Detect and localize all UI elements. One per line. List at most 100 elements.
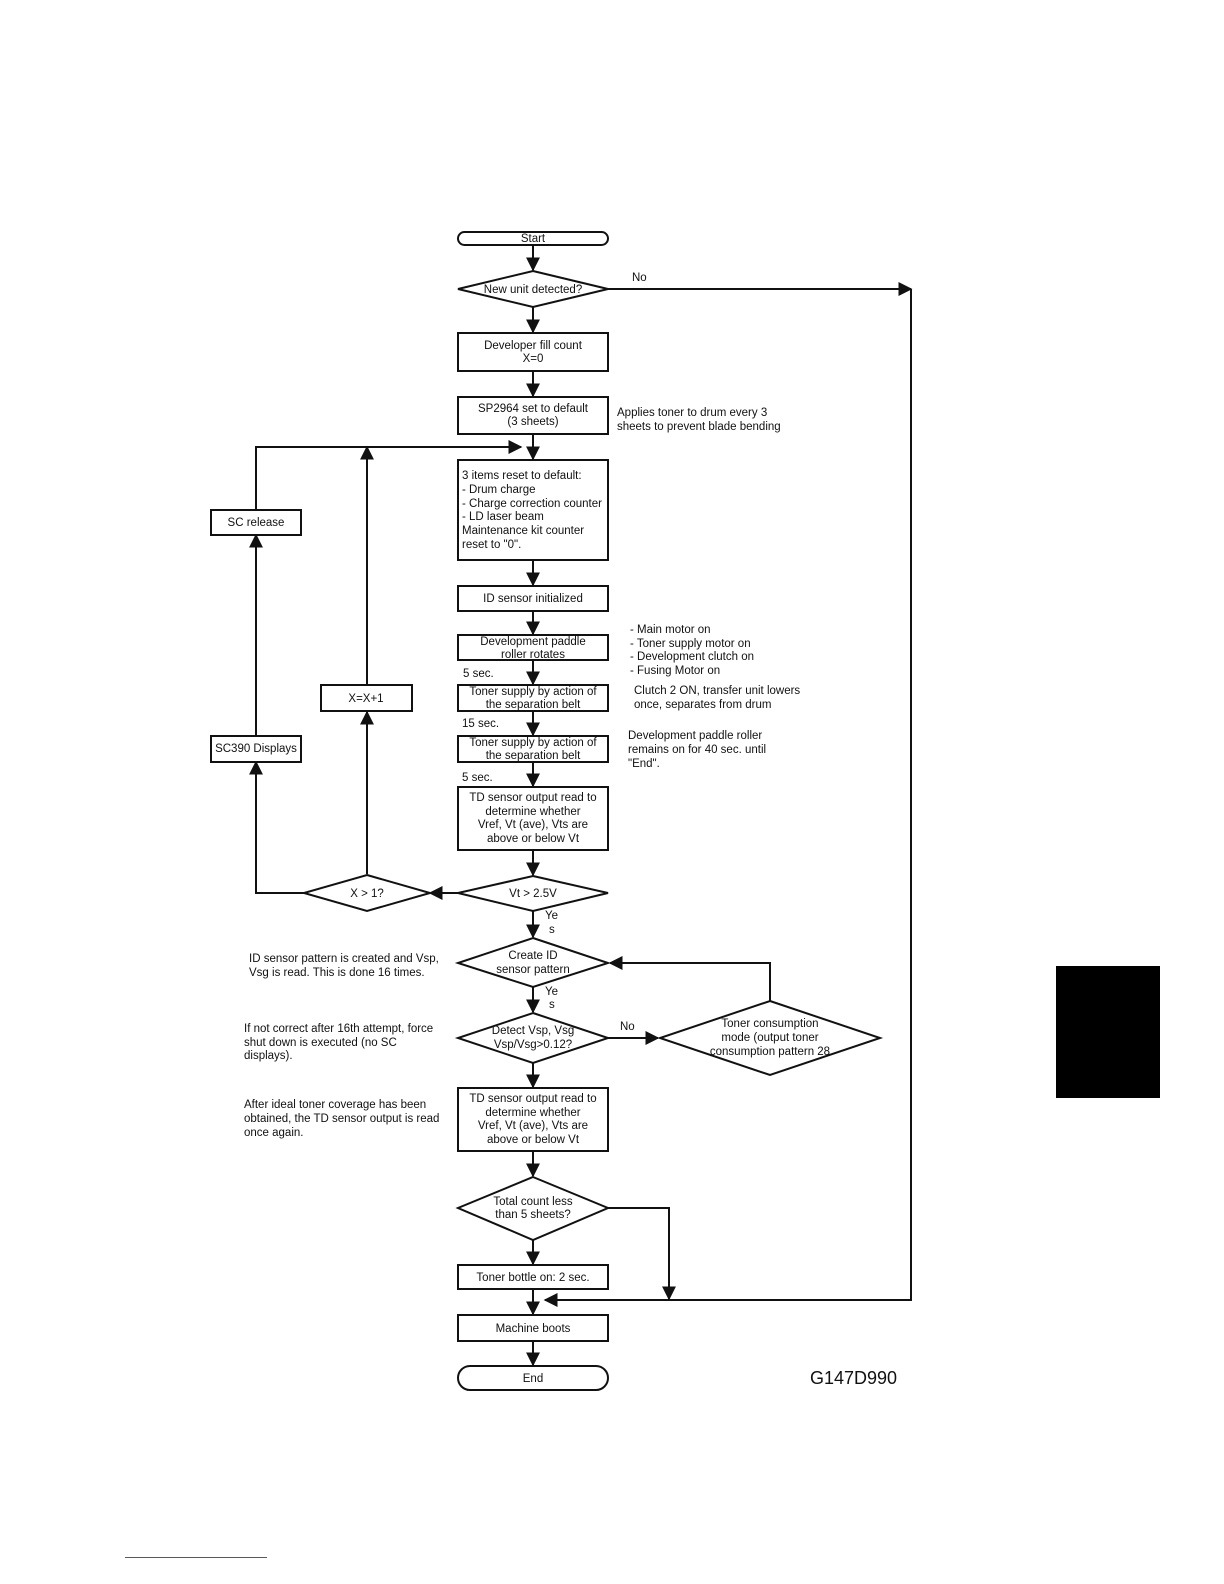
x-check-decision: X > 1? bbox=[300, 873, 434, 913]
toner-supply-box-2: Toner supply by action of the separation… bbox=[457, 735, 609, 763]
svg-text:X > 1?: X > 1? bbox=[350, 888, 384, 900]
note-applies-toner-line-1: Applies toner to drum every 3 bbox=[617, 407, 767, 419]
note-not-correct-line-1: If not correct after 16th attempt, force bbox=[244, 1023, 433, 1035]
section-tab bbox=[1056, 966, 1160, 1098]
connectors bbox=[249, 245, 913, 1367]
items-reset-box: 3 items reset to default: - Drum charge … bbox=[457, 459, 609, 561]
td-sensor-2-line-2: determine whether bbox=[485, 1107, 580, 1119]
note-motors-on: - Main motor on - Toner supply motor on … bbox=[630, 624, 754, 677]
create-id-decision: Create ID sensor pattern bbox=[454, 936, 612, 989]
td-sensor-2-line-4: above or below Vt bbox=[487, 1134, 580, 1146]
sp2964-line-1: SP2964 set to default bbox=[478, 403, 589, 415]
note-paddle-line-3: "End". bbox=[628, 758, 660, 770]
svg-text:End: End bbox=[523, 1373, 543, 1385]
toner-supply-1-line-1: Toner supply by action of bbox=[469, 686, 597, 698]
svg-text:Toner bottle on: 2 sec.: Toner bottle on: 2 sec. bbox=[476, 1272, 589, 1284]
toner-consumption-line-3: consumption pattern 28 bbox=[710, 1046, 830, 1058]
yes-label-create-2: s bbox=[549, 999, 555, 1011]
machine-boots-box: Machine boots bbox=[457, 1314, 609, 1342]
note-paddle-line-1: Development paddle roller bbox=[628, 730, 762, 742]
sp2964-box: SP2964 set to default (3 sheets) bbox=[457, 396, 609, 435]
new-unit-decision: New unit detected? bbox=[457, 269, 609, 309]
toner-consumption-line-1: Toner consumption bbox=[721, 1018, 818, 1030]
td-sensor-box-2: TD sensor output read to determine wheth… bbox=[457, 1087, 609, 1152]
yes-label-vt-2: s bbox=[549, 924, 555, 936]
td-sensor-2-line-1: TD sensor output read to bbox=[469, 1093, 596, 1105]
dev-paddle-line-1: Development paddle bbox=[480, 636, 586, 648]
svg-text:SC390 Displays: SC390 Displays bbox=[215, 743, 297, 755]
note-ideal-coverage: After ideal toner coverage has been obta… bbox=[244, 1099, 439, 1139]
id-sensor-initialized-box: ID sensor initialized bbox=[457, 585, 609, 612]
note-applies-toner-line-2: sheets to prevent blade bending bbox=[617, 421, 781, 433]
svg-text:New unit detected?: New unit detected? bbox=[484, 284, 582, 296]
create-id-line-1: Create ID bbox=[508, 950, 557, 962]
toner-supply-1-line-2: the separation belt bbox=[486, 699, 581, 711]
total-count-line-2: than 5 sheets? bbox=[495, 1209, 570, 1221]
note-motors-line-2: - Toner supply motor on bbox=[630, 638, 751, 650]
note-id-pattern-line-1: ID sensor pattern is created and Vsp, bbox=[249, 953, 439, 965]
note-paddle-remains: Development paddle roller remains on for… bbox=[628, 730, 766, 770]
create-id-line-2: sensor pattern bbox=[496, 964, 570, 976]
svg-text:Machine boots: Machine boots bbox=[496, 1323, 571, 1335]
time-label-15-sec: 15 sec. bbox=[462, 718, 499, 730]
x-increment-box: X=X+1 bbox=[320, 684, 413, 712]
items-reset-line-4: - LD laser beam bbox=[462, 511, 544, 523]
note-ideal-line-3: once again. bbox=[244, 1127, 303, 1139]
items-reset-line-1: 3 items reset to default: bbox=[462, 470, 582, 482]
note-motors-line-3: - Development clutch on bbox=[630, 651, 754, 663]
note-id-pattern: ID sensor pattern is created and Vsp, Vs… bbox=[249, 953, 439, 979]
note-clutch-line-1: Clutch 2 ON, transfer unit lowers bbox=[634, 685, 800, 697]
sc-release-box: SC release bbox=[210, 509, 302, 536]
note-clutch-line-2: once, separates from drum bbox=[634, 699, 771, 711]
items-reset-line-2: - Drum charge bbox=[462, 484, 536, 496]
dev-paddle-box: Development paddle roller rotates bbox=[457, 634, 609, 661]
total-count-decision: Total count less than 5 sheets? bbox=[455, 1175, 611, 1242]
svg-text:Vt > 2.5V: Vt > 2.5V bbox=[509, 888, 557, 900]
detect-vsp-line-1: Detect Vsp, Vsg bbox=[492, 1025, 574, 1037]
note-motors-line-1: - Main motor on bbox=[630, 624, 711, 636]
time-label-5-sec-a: 5 sec. bbox=[463, 668, 494, 680]
note-not-correct-line-2: shut down is executed (no SC bbox=[244, 1037, 397, 1049]
sc390-displays-box: SC390 Displays bbox=[210, 735, 302, 763]
toner-supply-2-line-2: the separation belt bbox=[486, 750, 581, 762]
items-reset-line-6: reset to "0". bbox=[462, 539, 521, 551]
items-reset-line-5: Maintenance kit counter bbox=[462, 525, 584, 537]
vt-decision: Vt > 2.5V bbox=[457, 874, 609, 913]
toner-consumption-line-2: mode (output toner bbox=[721, 1032, 818, 1044]
no-label-new-unit: No bbox=[632, 272, 647, 284]
time-label-5-sec-b: 5 sec. bbox=[462, 772, 493, 784]
svg-text:X=X+1: X=X+1 bbox=[348, 693, 383, 705]
td-sensor-1-line-3: Vref, Vt (ave), Vts are bbox=[478, 819, 588, 831]
td-sensor-1-line-1: TD sensor output read to bbox=[469, 792, 596, 804]
yes-label-vt-1: Ye bbox=[545, 910, 558, 922]
toner-consumption-decision: Toner consumption mode (output toner con… bbox=[656, 999, 884, 1077]
total-count-line-1: Total count less bbox=[493, 1196, 573, 1208]
toner-supply-box-1: Toner supply by action of the separation… bbox=[457, 684, 609, 712]
note-motors-line-4: - Fusing Motor on bbox=[630, 665, 720, 677]
developer-fill-line-1: Developer fill count bbox=[484, 340, 583, 352]
footer-rule bbox=[125, 1557, 267, 1558]
note-not-correct: If not correct after 16th attempt, force… bbox=[244, 1023, 433, 1062]
detect-vsp-line-2: Vsp/Vsg>0.12? bbox=[494, 1039, 572, 1051]
no-label-detect: No bbox=[620, 1021, 635, 1033]
td-sensor-2-line-3: Vref, Vt (ave), Vts are bbox=[478, 1120, 588, 1132]
note-applies-toner: Applies toner to drum every 3 sheets to … bbox=[617, 407, 781, 433]
toner-supply-2-line-1: Toner supply by action of bbox=[469, 737, 597, 749]
note-ideal-line-1: After ideal toner coverage has been bbox=[244, 1099, 426, 1111]
yes-label-create-1: Ye bbox=[545, 986, 558, 998]
developer-fill-line-2: X=0 bbox=[523, 353, 544, 365]
developer-fill-box: Developer fill count X=0 bbox=[457, 332, 609, 372]
sp2964-line-2: (3 sheets) bbox=[507, 416, 558, 428]
figure-code: G147D990 bbox=[810, 1368, 897, 1388]
note-id-pattern-line-2: Vsg is read. This is done 16 times. bbox=[249, 967, 425, 979]
svg-text:ID sensor initialized: ID sensor initialized bbox=[483, 593, 583, 605]
svg-text:SC release: SC release bbox=[228, 517, 285, 529]
start-terminal: Start bbox=[457, 231, 609, 246]
note-ideal-line-2: obtained, the TD sensor output is read bbox=[244, 1113, 439, 1125]
svg-text:Start: Start bbox=[521, 233, 546, 245]
end-terminal: End bbox=[457, 1365, 609, 1391]
detect-vsp-decision: Detect Vsp, Vsg Vsp/Vsg>0.12? bbox=[454, 1011, 612, 1065]
note-paddle-line-2: remains on for 40 sec. until bbox=[628, 744, 766, 756]
td-sensor-box-1: TD sensor output read to determine wheth… bbox=[457, 786, 609, 851]
